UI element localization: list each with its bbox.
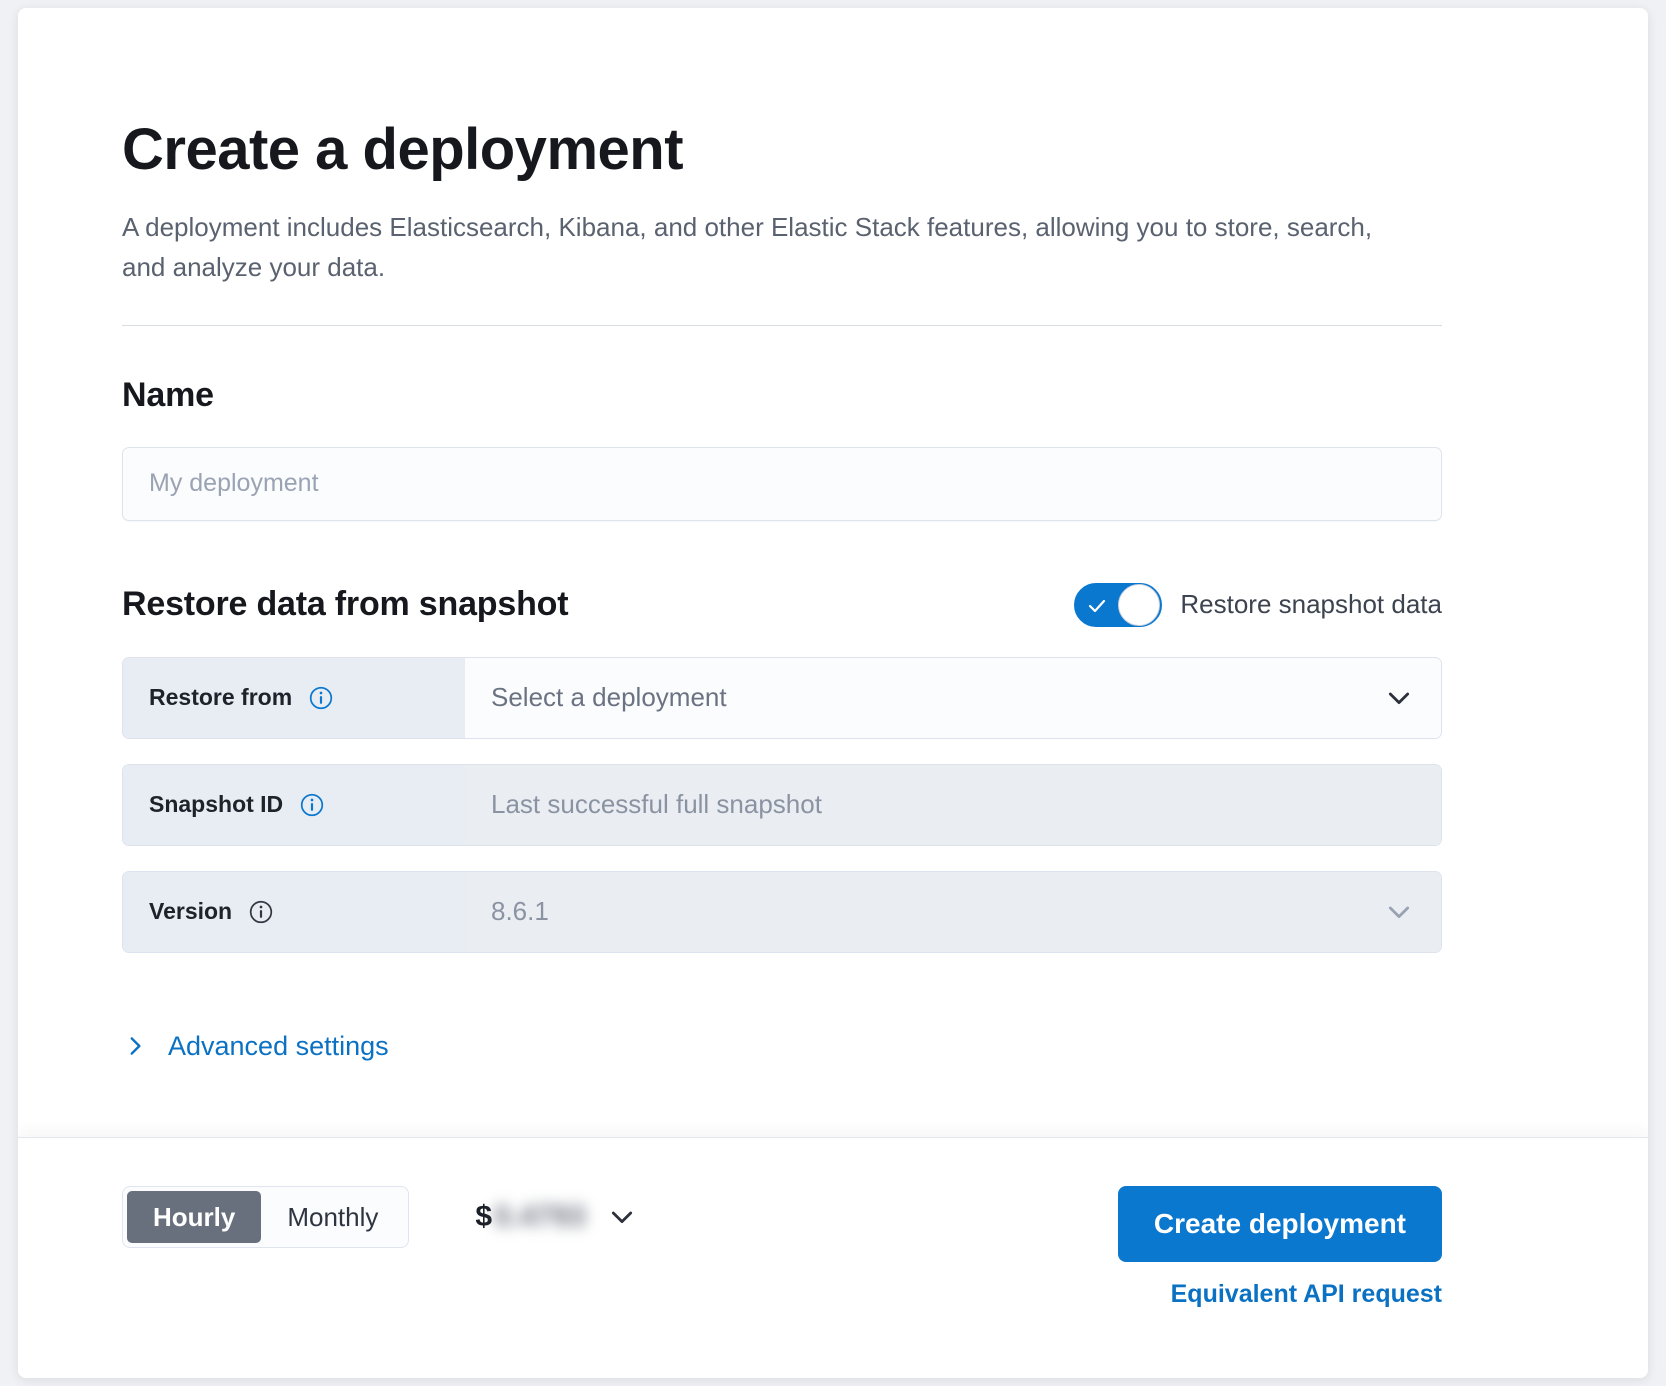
create-deployment-button[interactable]: Create deployment	[1117, 1186, 1442, 1262]
price-amount: 0.4793	[494, 1200, 586, 1233]
chevron-right-icon	[130, 1037, 141, 1056]
restore-toggle-label: Restore snapshot data	[1180, 589, 1442, 620]
billing-period-toggle[interactable]: Hourly Monthly	[122, 1186, 410, 1248]
restore-snapshot-toggle[interactable]	[1074, 582, 1163, 627]
advanced-settings-link[interactable]: Advanced settings	[122, 1031, 389, 1062]
name-section: Name My deployment	[122, 376, 1442, 521]
price-currency: $	[475, 1200, 493, 1233]
snapshot-id-label-cell: Snapshot ID	[123, 764, 465, 845]
footer-inner: Hourly Monthly $0.4793 Create deployment…	[122, 1138, 1442, 1309]
restore-from-label-cell: Restore from	[123, 657, 465, 738]
restore-from-value-cell[interactable]: Select a deployment	[465, 657, 1441, 738]
price-value: $0.4793	[475, 1200, 585, 1234]
info-circle-icon[interactable]	[299, 792, 325, 818]
snapshot-id-label: Snapshot ID	[149, 791, 284, 818]
check-icon	[1089, 599, 1106, 612]
info-circle-icon[interactable]	[308, 685, 334, 711]
version-value: 8.6.1	[491, 896, 549, 927]
restore-toggle-group[interactable]: Restore snapshot data	[1074, 582, 1442, 627]
deployment-name-input[interactable]: My deployment	[122, 446, 1442, 521]
restore-heading: Restore data from snapshot	[122, 585, 569, 624]
restore-from-value: Select a deployment	[491, 682, 727, 713]
content-inner: Create a deployment A deployment include…	[122, 117, 1442, 1062]
toggle-knob	[1118, 583, 1161, 626]
version-row: Version 8.6.1	[122, 870, 1442, 953]
equivalent-api-request-link[interactable]: Equivalent API request	[1170, 1280, 1442, 1308]
chevron-down-icon[interactable]	[1383, 682, 1415, 714]
chevron-down-icon[interactable]	[606, 1201, 638, 1233]
info-circle-icon[interactable]	[248, 899, 274, 925]
restore-section-header: Restore data from snapshot Restore snaps…	[122, 582, 1442, 627]
page-description: A deployment includes Elasticsearch, Kib…	[122, 211, 1373, 282]
snapshot-id-row: Snapshot ID Last successful full snapsho…	[122, 763, 1442, 846]
snapshot-id-value-cell: Last successful full snapshot	[465, 764, 1441, 845]
page-title: Create a deployment	[122, 117, 684, 182]
chevron-down-icon	[1388, 906, 1410, 918]
create-deployment-panel: Create a deployment A deployment include…	[18, 8, 1648, 1378]
header-divider	[122, 324, 1442, 326]
restore-form-rows: Restore from Select a deployment	[122, 656, 1442, 953]
price-display[interactable]: $0.4793	[475, 1186, 637, 1248]
restore-from-row[interactable]: Restore from Select a deployment	[122, 656, 1442, 739]
version-label-cell: Version	[123, 871, 465, 952]
version-value-cell: 8.6.1	[465, 871, 1441, 952]
footer-bar: Hourly Monthly $0.4793 Create deployment…	[18, 1137, 1648, 1378]
content-area: Create a deployment A deployment include…	[18, 8, 1648, 1137]
advanced-settings-label: Advanced settings	[168, 1030, 389, 1061]
name-heading: Name	[122, 375, 214, 414]
footer-actions: Create deployment Equivalent API request	[1117, 1186, 1442, 1309]
restore-from-label: Restore from	[149, 684, 293, 711]
billing-option-hourly[interactable]: Hourly	[127, 1191, 262, 1243]
version-label: Version	[149, 898, 233, 925]
billing-option-monthly[interactable]: Monthly	[287, 1201, 379, 1232]
snapshot-id-value: Last successful full snapshot	[491, 789, 822, 820]
